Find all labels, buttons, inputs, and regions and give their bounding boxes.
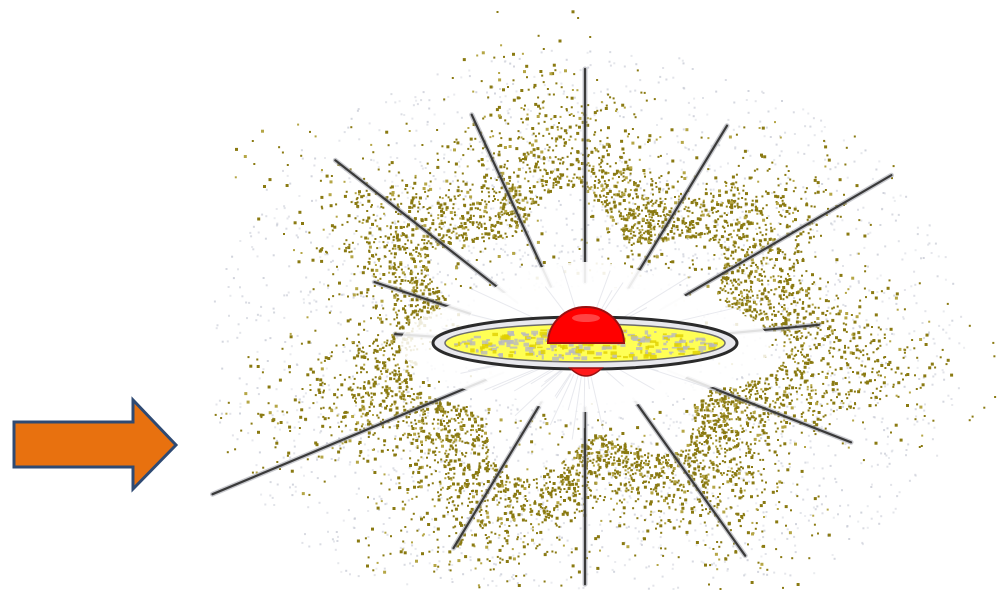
bulge-bottom bbox=[568, 367, 604, 377]
glow-ray bbox=[614, 275, 691, 324]
glow-ray bbox=[567, 374, 579, 411]
spike bbox=[659, 174, 893, 311]
glow-ray bbox=[544, 369, 561, 383]
bulge-highlight bbox=[572, 314, 600, 322]
glow-ray bbox=[540, 370, 562, 387]
spike bbox=[334, 159, 519, 304]
glow-ray bbox=[587, 374, 590, 390]
glow-ray bbox=[549, 373, 575, 426]
spike bbox=[632, 397, 747, 557]
glow-ray bbox=[561, 265, 578, 316]
glow-ray bbox=[513, 366, 556, 392]
glow-ray bbox=[615, 366, 655, 391]
central-bulge bbox=[546, 306, 626, 377]
spike bbox=[470, 113, 553, 288]
glow-ray bbox=[571, 374, 582, 440]
glow-ray bbox=[606, 371, 624, 387]
glow-ray bbox=[544, 286, 569, 318]
spike bbox=[211, 371, 505, 496]
glow-ray bbox=[530, 367, 557, 385]
spike bbox=[452, 399, 544, 550]
spike bbox=[626, 124, 729, 291]
glow-ray bbox=[590, 374, 604, 430]
bulge-top bbox=[546, 306, 626, 344]
glow-ray bbox=[514, 370, 563, 417]
glow-ray bbox=[554, 373, 571, 397]
glow-ray bbox=[583, 374, 586, 429]
arrow-shape bbox=[12, 396, 179, 493]
arrow-right-icon bbox=[12, 396, 179, 493]
glow-ray bbox=[555, 373, 572, 399]
